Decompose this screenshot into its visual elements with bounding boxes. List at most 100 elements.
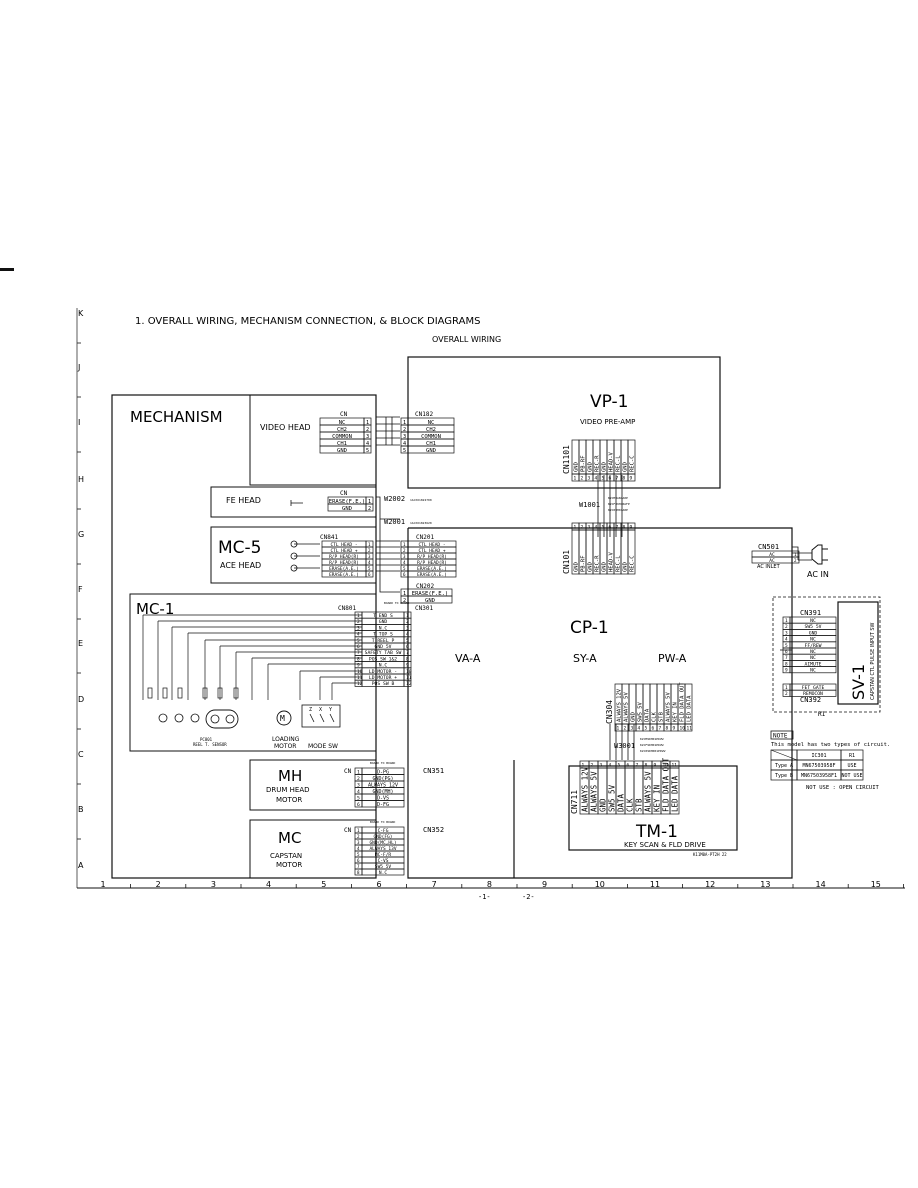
connector-pin-label: ERASE(A.E.): [329, 572, 359, 578]
connector-pin-label: HEAD-V: [609, 551, 615, 572]
connector-pin-label: SAFETY TAB SW: [365, 650, 402, 656]
pin-number: 1: [794, 552, 797, 557]
connector-pin-label: GND: [342, 506, 352, 512]
reel-sensor-icon: [205, 709, 239, 729]
pin-number: 3: [588, 525, 591, 531]
connector-pin-label: GND: [574, 462, 580, 472]
pin-number: 11: [357, 675, 363, 681]
resistor-icon: [147, 687, 153, 699]
pin-number: 8: [357, 656, 360, 662]
cn-mc-header: BOARD TO BOARD: [370, 820, 395, 824]
mh-box: [249, 759, 377, 811]
pin-number: 5: [403, 448, 406, 454]
connector-pin-label: POS SW 1&2: [369, 656, 397, 662]
connector-pin-label: CH2: [426, 427, 436, 433]
column-marker: 11: [650, 880, 660, 889]
connector-pin-label: R/P HEAD(R): [329, 560, 359, 566]
column-marker: 2: [156, 880, 161, 889]
row-marker: C: [78, 750, 84, 759]
connector-pin-label: PB-RF: [581, 555, 587, 572]
connector-pin-label: N.C: [379, 870, 387, 876]
connector-pin-label: REC-L: [616, 455, 622, 472]
pin-number: 3: [357, 840, 360, 845]
pin-number: 4: [595, 525, 598, 531]
note-table-text: MN67503958F: [802, 763, 835, 769]
connector-pin-label: ALWAYS 5V: [624, 692, 630, 722]
pin-number: 6: [406, 644, 409, 650]
pin-number: 7: [406, 650, 409, 656]
connector-pin-label: GND: [574, 562, 580, 572]
pin-number: 5: [785, 643, 788, 649]
connector-pin-label: SW5 5V: [375, 864, 392, 870]
connector-pin-label: STB: [635, 798, 644, 812]
connector-pin-label: GND(FG): [374, 834, 393, 840]
connector-pin-label: D-PG: [377, 769, 389, 775]
connector-pin-label: FLD DATA OUT: [680, 682, 686, 722]
resistor-icon: [233, 687, 239, 699]
w1001-code-2: K2CF09H10AFP: [608, 502, 630, 506]
pin-number: 4: [357, 846, 360, 851]
connector-pin-label: ERASE(F.E.): [329, 499, 365, 505]
pin-number: 2: [357, 619, 360, 625]
pin-number: 6: [357, 644, 360, 650]
cn841-label: CN841: [320, 534, 338, 541]
tm1-label: TM-1: [635, 822, 678, 842]
pin-number-cell: [354, 868, 363, 876]
connector-pin-label: CTL HEAD -: [418, 542, 445, 548]
w2002-code: 1ACXO1822700: [410, 498, 432, 502]
pin-number: 4: [357, 632, 360, 638]
pin-number: 6: [357, 802, 360, 808]
connector-pin-label: ALWAYS 5V: [644, 771, 653, 812]
pin-number: 7: [785, 655, 788, 661]
cn-mh-label: CN: [344, 768, 352, 775]
w1001-label: W1001: [579, 501, 600, 509]
pin-number: 1: [403, 542, 406, 547]
w3001-code-2: K2CF9DH01PDVW: [640, 743, 664, 747]
fe-head-label: FE HEAD: [226, 496, 261, 505]
pin-number: 2: [624, 726, 627, 732]
note-table-diagonal: [770, 749, 798, 761]
note-table-text: IC301: [811, 753, 826, 759]
resistor-icon: [217, 687, 223, 699]
video-head-label: VIDEO HEAD: [260, 423, 311, 432]
connector-pin-label: NC: [810, 649, 816, 655]
pin-number: 9: [406, 663, 409, 669]
note-title-box: [770, 730, 794, 740]
pin-number: 2: [581, 525, 584, 531]
column-marker: 14: [816, 880, 826, 889]
cn392-label: CN392: [800, 696, 821, 704]
video-preamp-label: VIDEO PRE-AMP: [580, 418, 635, 426]
pin-number: 8: [623, 476, 626, 482]
w3001-code-1: K2CM9DH01PDVW: [640, 737, 664, 741]
connector-label: CN1101: [562, 445, 571, 474]
mc1-internal-wiring: M: [142, 614, 362, 729]
connector-label: CN711: [570, 790, 579, 814]
connector-pin-label: GND: [337, 448, 347, 454]
connector-pin-label: CTL HEAD -: [330, 542, 357, 548]
pin-number-cell: [365, 503, 374, 512]
row-marker: H: [78, 475, 84, 484]
connector-pin-label: REC-C: [630, 455, 636, 472]
pin-number: 7: [659, 726, 662, 732]
connector-pin-label: GND(MH): [372, 789, 393, 795]
sensor-icon: [210, 714, 220, 724]
cp1-label: CP-1: [570, 618, 609, 638]
connector-pin-label: FET GATE: [802, 685, 825, 691]
cn-mh-header: BOARD TO BOARD: [370, 761, 395, 765]
pin-number-cell: [365, 570, 374, 578]
connector-pin-label: T END S: [373, 613, 393, 619]
connector-pin-label: GND: [588, 562, 594, 572]
sensor-icon: [225, 714, 235, 724]
sv1-box: [837, 601, 879, 705]
connector-pin-label: GND: [631, 712, 637, 722]
connector-label: CN101: [562, 550, 571, 574]
resistor-icon: [177, 687, 183, 699]
ac-inlet-label: AC INLET: [757, 564, 781, 570]
connector-pin-label: CTL HEAD +: [418, 548, 445, 554]
pin-number: 6: [368, 572, 371, 577]
column-marker: 12: [705, 880, 715, 889]
